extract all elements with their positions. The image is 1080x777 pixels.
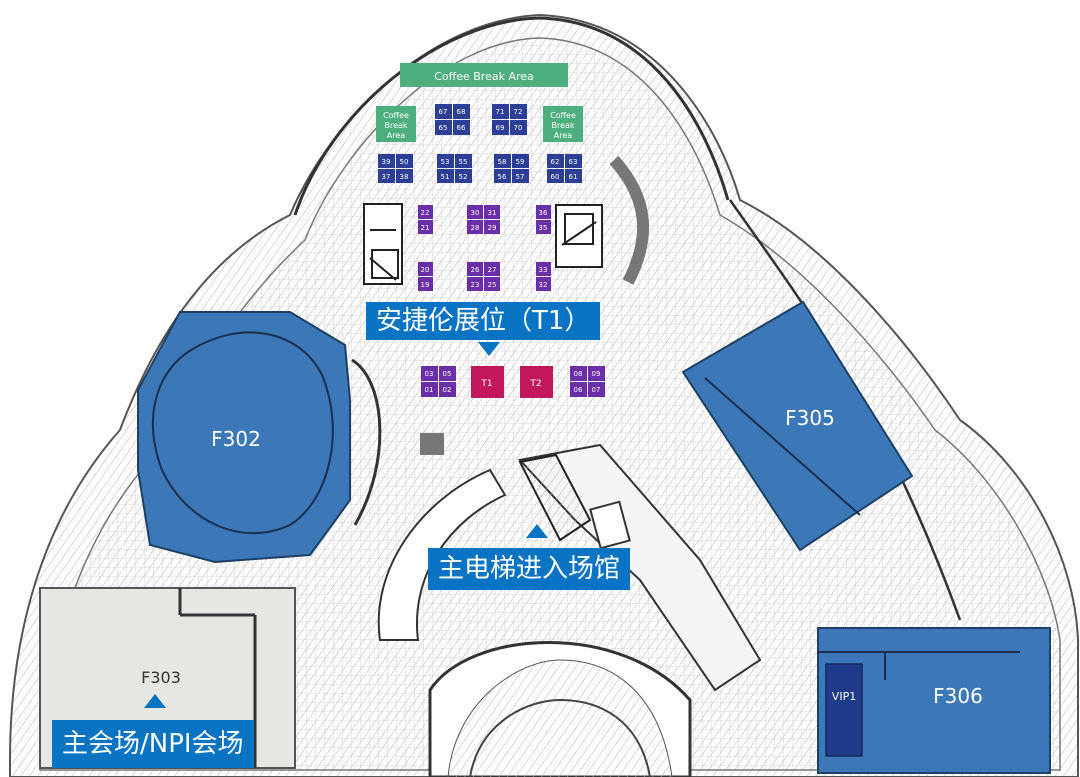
coffee-area-left: Coffee Break Area: [376, 106, 416, 142]
svg-text:52: 52: [459, 173, 468, 181]
svg-text:31: 31: [488, 209, 497, 217]
svg-text:70: 70: [514, 124, 523, 132]
svg-text:28: 28: [471, 224, 480, 232]
svg-text:59: 59: [516, 158, 525, 166]
svg-text:67: 67: [439, 108, 448, 116]
hall-f302-label: F302: [211, 427, 261, 451]
booth-t2[interactable]: T2: [520, 366, 553, 398]
svg-text:01: 01: [425, 386, 434, 394]
hall-f303-label: F303: [141, 668, 181, 687]
hall-f302[interactable]: F302: [137, 311, 382, 564]
elevator-arrow: [526, 524, 548, 538]
svg-text:20: 20: [421, 266, 430, 274]
svg-text:29: 29: [488, 224, 497, 232]
booth-group-56-59: 58 59 56 57: [494, 154, 529, 183]
booth-group-23-27: 26 27 23 25: [467, 262, 500, 291]
svg-text:22: 22: [421, 209, 430, 217]
booth-group-21-22: 22 21: [418, 205, 433, 234]
svg-text:53: 53: [441, 158, 450, 166]
booth-group-51-55: 53 55 51 52: [437, 154, 472, 183]
agilent-booth-arrow: [478, 342, 500, 356]
booth-group-01-05: 03 05 01 02: [421, 366, 456, 397]
hall-f306-label: F306: [933, 684, 983, 708]
svg-text:72: 72: [514, 108, 523, 116]
booth-group-60-63: 62 63 60 61: [547, 154, 582, 183]
booth-group-32-33: 33 32: [536, 262, 551, 291]
svg-text:50: 50: [400, 158, 409, 166]
svg-text:T1: T1: [480, 379, 492, 389]
svg-text:Coffee: Coffee: [550, 111, 576, 120]
coffee-break-banner: [400, 63, 568, 87]
curved-gray-wall: [609, 155, 650, 285]
svg-text:69: 69: [496, 124, 505, 132]
svg-text:23: 23: [471, 281, 480, 289]
booth-group-35-36: 36 35: [536, 205, 551, 234]
booth-group-28-31: 30 31 28 29: [467, 205, 500, 234]
svg-text:03: 03: [425, 370, 434, 378]
booth-group-19-20: 20 19: [418, 262, 433, 291]
coffee-break-banner-label: Coffee Break Area: [434, 70, 534, 83]
svg-text:09: 09: [592, 370, 601, 378]
svg-text:26: 26: [471, 266, 480, 274]
svg-text:68: 68: [457, 108, 466, 116]
svg-text:Area: Area: [554, 131, 573, 140]
svg-text:05: 05: [443, 370, 452, 378]
svg-text:30: 30: [471, 209, 480, 217]
svg-text:65: 65: [439, 124, 448, 132]
svg-text:Break: Break: [384, 121, 407, 130]
svg-text:71: 71: [496, 108, 505, 116]
booth-t1[interactable]: T1: [471, 366, 504, 398]
vip1-room[interactable]: VIP1: [825, 663, 863, 757]
svg-text:21: 21: [421, 224, 430, 232]
main-elevator-callout: 主电梯进入场馆: [428, 548, 631, 590]
svg-text:35: 35: [539, 224, 548, 232]
svg-text:27: 27: [488, 266, 497, 274]
gray-block: [420, 433, 444, 455]
svg-text:32: 32: [539, 281, 548, 289]
booth-group-06-09: 08 09 06 07: [570, 366, 605, 397]
svg-text:60: 60: [551, 173, 560, 181]
svg-text:63: 63: [569, 158, 578, 166]
svg-text:61: 61: [569, 173, 578, 181]
svg-text:62: 62: [551, 158, 560, 166]
hall-f305-label: F305: [785, 406, 835, 430]
svg-text:08: 08: [574, 370, 583, 378]
svg-text:33: 33: [539, 266, 548, 274]
stair-core-right: [555, 204, 603, 268]
svg-text:38: 38: [400, 173, 409, 181]
svg-text:Coffee: Coffee: [383, 111, 409, 120]
svg-text:VIP1: VIP1: [832, 690, 856, 703]
main-hall-callout: 主会场/NPI会场: [52, 720, 254, 768]
svg-text:37: 37: [382, 173, 391, 181]
main-elevator-structure: [377, 443, 762, 692]
svg-text:T2: T2: [529, 379, 541, 389]
svg-text:55: 55: [459, 158, 468, 166]
svg-text:Area: Area: [387, 131, 406, 140]
svg-text:39: 39: [382, 158, 391, 166]
svg-text:25: 25: [488, 281, 497, 289]
agilent-booth-callout: 安捷伦展位（T1）: [366, 302, 601, 340]
svg-text:19: 19: [421, 281, 430, 289]
svg-text:06: 06: [574, 386, 583, 394]
svg-text:57: 57: [516, 173, 525, 181]
booth-group-65-68: 67 68 65 66: [435, 104, 470, 135]
svg-text:Break: Break: [551, 121, 574, 130]
svg-text:58: 58: [498, 158, 507, 166]
stair-core-left: [363, 203, 403, 285]
svg-text:07: 07: [592, 386, 601, 394]
auditorium-seating: [428, 641, 692, 777]
svg-text:51: 51: [441, 173, 450, 181]
svg-text:66: 66: [457, 124, 466, 132]
booth-group-69-72: 71 72 69 70: [492, 104, 527, 135]
roof-arc-line: [293, 16, 730, 216]
svg-text:02: 02: [443, 386, 452, 394]
svg-text:56: 56: [498, 173, 507, 181]
booth-group-37-50: 39 50 37 38: [378, 154, 413, 183]
main-hall-arrow: [144, 694, 166, 708]
coffee-area-right: Coffee Break Area: [543, 106, 583, 142]
hall-f305[interactable]: F305: [681, 300, 914, 552]
svg-text:36: 36: [539, 209, 548, 217]
